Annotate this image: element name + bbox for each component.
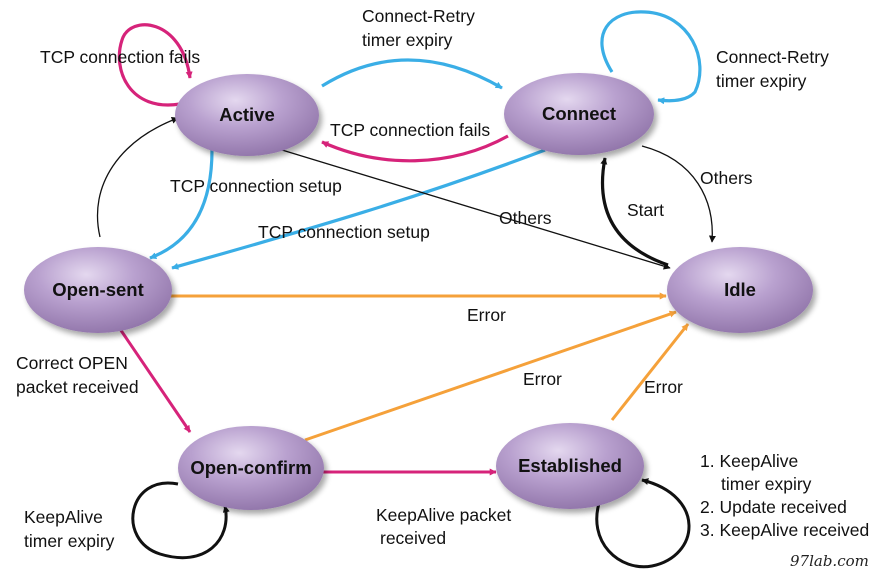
edge-connect-to-idle — [641, 145, 716, 243]
edge-openconfirm-self — [131, 481, 230, 560]
label-opensent-to-openconfirm-1: Correct OPEN — [16, 353, 128, 373]
edge-active-self — [117, 23, 193, 107]
label-opensent-to-openconfirm-2: packet received — [16, 377, 139, 397]
label-openconfirm-self-1: KeepAlive — [24, 507, 103, 527]
label-openconfirm-to-established-1: KeepAlive packet — [376, 505, 511, 525]
label-established-self-1: 1. KeepAlive — [700, 451, 798, 471]
state-established: Established — [496, 423, 644, 509]
label-established-self-3: 2. Update received — [700, 497, 847, 517]
edge-established-self — [595, 478, 691, 569]
edge-connect-to-active — [321, 134, 509, 163]
edge-connect-self — [600, 10, 702, 105]
state-open-confirm: Open-confirm — [178, 426, 324, 510]
label-idle-to-connect: Start — [627, 200, 664, 220]
label-connect-self-1: Connect-Retry — [716, 47, 829, 67]
label-active-to-connect-2: timer expiry — [362, 30, 453, 50]
edge-established-to-idle — [610, 323, 690, 421]
label-active-to-opensent: TCP connection setup — [170, 176, 342, 196]
edge-openconfirm-to-idle — [304, 310, 677, 442]
edge-active-to-idle — [281, 149, 671, 270]
label-openconfirm-to-established-2: received — [380, 528, 446, 548]
label-openconfirm-to-idle: Error — [523, 369, 562, 389]
label-connect-self-2: timer expiry — [716, 71, 807, 91]
watermark-text: 97lab.com — [790, 552, 869, 570]
state-connect-label: Connect — [542, 103, 616, 124]
edge-opensent-to-openconfirm — [116, 325, 192, 433]
label-openconfirm-self-2: timer expiry — [24, 531, 115, 551]
state-idle-label: Idle — [724, 279, 756, 300]
label-connect-to-opensent: TCP connection setup — [258, 222, 430, 242]
label-active-self: TCP connection fails — [40, 47, 200, 67]
edge-connect-to-opensent — [171, 148, 546, 270]
state-open-sent-label: Open-sent — [52, 279, 143, 300]
state-connect: Connect — [504, 73, 654, 155]
label-opensent-to-idle: Error — [467, 305, 506, 325]
label-established-self-4: 3. KeepAlive received — [700, 520, 869, 540]
state-open-sent: Open-sent — [24, 247, 172, 333]
edge-active-to-connect — [321, 58, 503, 90]
state-idle: Idle — [667, 247, 813, 333]
edge-active-to-opensent — [149, 149, 214, 260]
edge-opensent-to-active — [96, 116, 179, 238]
state-established-label: Established — [518, 455, 622, 476]
state-active-label: Active — [219, 104, 275, 125]
label-active-to-idle: Others — [499, 208, 552, 228]
state-open-confirm-label: Open-confirm — [190, 457, 311, 478]
edge-idle-to-connect — [600, 157, 669, 267]
label-established-to-idle: Error — [644, 377, 683, 397]
label-established-self-2: timer expiry — [721, 474, 812, 494]
label-connect-to-active: TCP connection fails — [330, 120, 490, 140]
state-active: Active — [175, 74, 319, 156]
label-active-to-connect-1: Connect-Retry — [362, 6, 475, 26]
label-connect-to-idle: Others — [700, 168, 753, 188]
